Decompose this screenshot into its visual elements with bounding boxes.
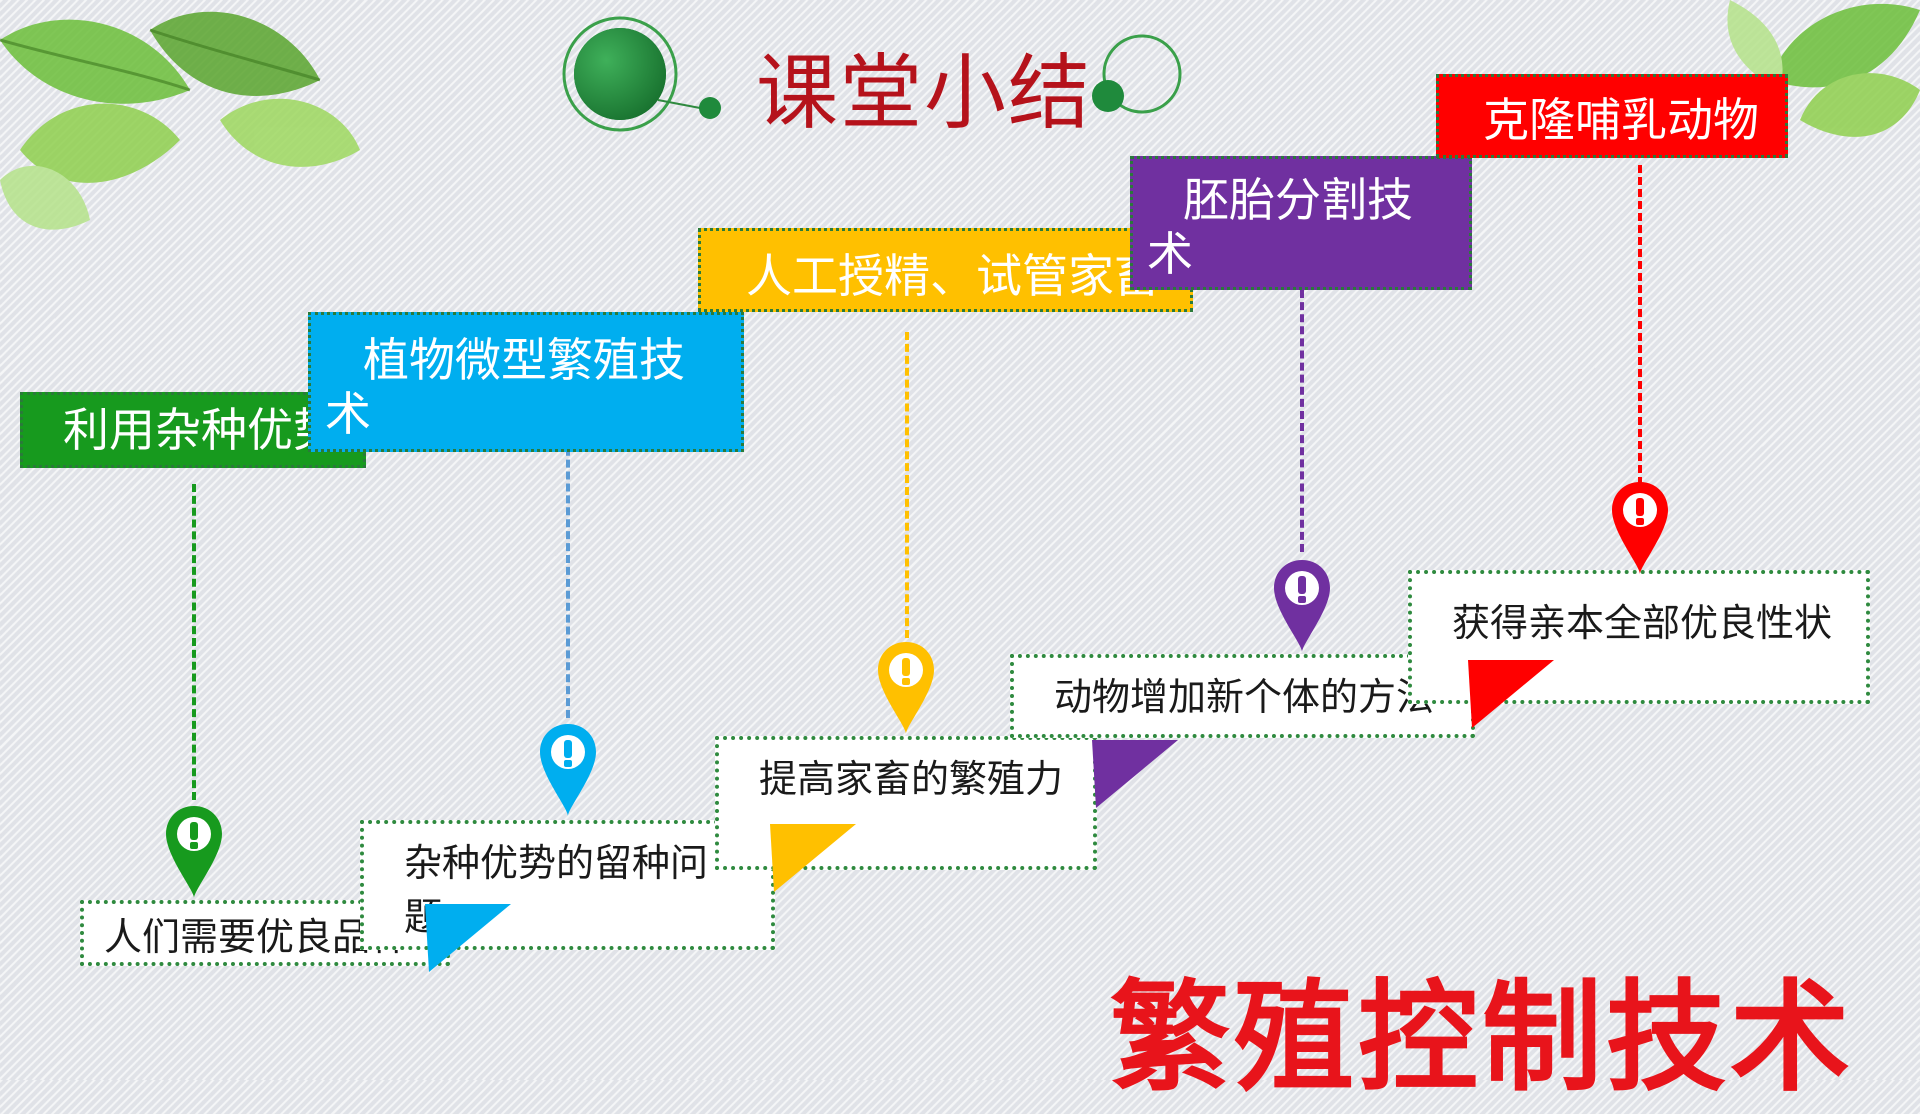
- circle-decoration-icon: [550, 10, 750, 140]
- footer-title: 繁殖控制技术: [1110, 940, 1854, 1114]
- connector-line-1: [192, 484, 196, 800]
- corner-triangle-1: [425, 900, 515, 976]
- leaves-top-left: [0, 0, 420, 260]
- step-label-3: 人工授精、试管家畜: [698, 228, 1193, 312]
- circle-decoration-right-icon: [1080, 20, 1190, 130]
- step-label-text-1: 利用杂种优势: [63, 403, 339, 457]
- connector-line-3: [905, 332, 909, 638]
- title-group: 课堂小结: [550, 10, 1190, 140]
- reason-text-5: 获得亲本全部优良性状: [1452, 601, 1832, 645]
- connector-line-4: [1300, 290, 1304, 552]
- connector-line-5: [1638, 165, 1642, 485]
- page-title: 课堂小结: [756, 26, 1092, 145]
- corner-triangle-3: [1092, 736, 1182, 812]
- step-label-2: 植物微型繁殖技术: [308, 312, 744, 452]
- step-label-text-5: 克隆哺乳动物: [1483, 93, 1759, 147]
- step-label-text-3: 人工授精、试管家畜: [746, 249, 1160, 303]
- step-label-text-4: 胚胎分割技术: [1147, 173, 1413, 281]
- location-pin-icon: [1270, 556, 1334, 656]
- location-pin-icon: [536, 720, 600, 820]
- location-pin-icon: [1608, 478, 1672, 578]
- location-pin-icon: [874, 638, 938, 738]
- corner-triangle-2: [770, 820, 860, 896]
- corner-triangle-4: [1468, 656, 1558, 732]
- step-label-4: 胚胎分割技术: [1130, 156, 1472, 290]
- reason-box-4: 动物增加新个体的方法: [1010, 654, 1475, 738]
- reason-box-2: 杂种优势的留种问题: [360, 820, 775, 950]
- reason-text-3: 提高家畜的繁殖力: [759, 757, 1063, 801]
- step-label-text-2: 植物微型繁殖技术: [325, 333, 685, 441]
- reason-text-4: 动物增加新个体的方法: [1054, 675, 1434, 719]
- location-pin-icon: [162, 802, 226, 902]
- step-label-5: 克隆哺乳动物: [1436, 74, 1788, 158]
